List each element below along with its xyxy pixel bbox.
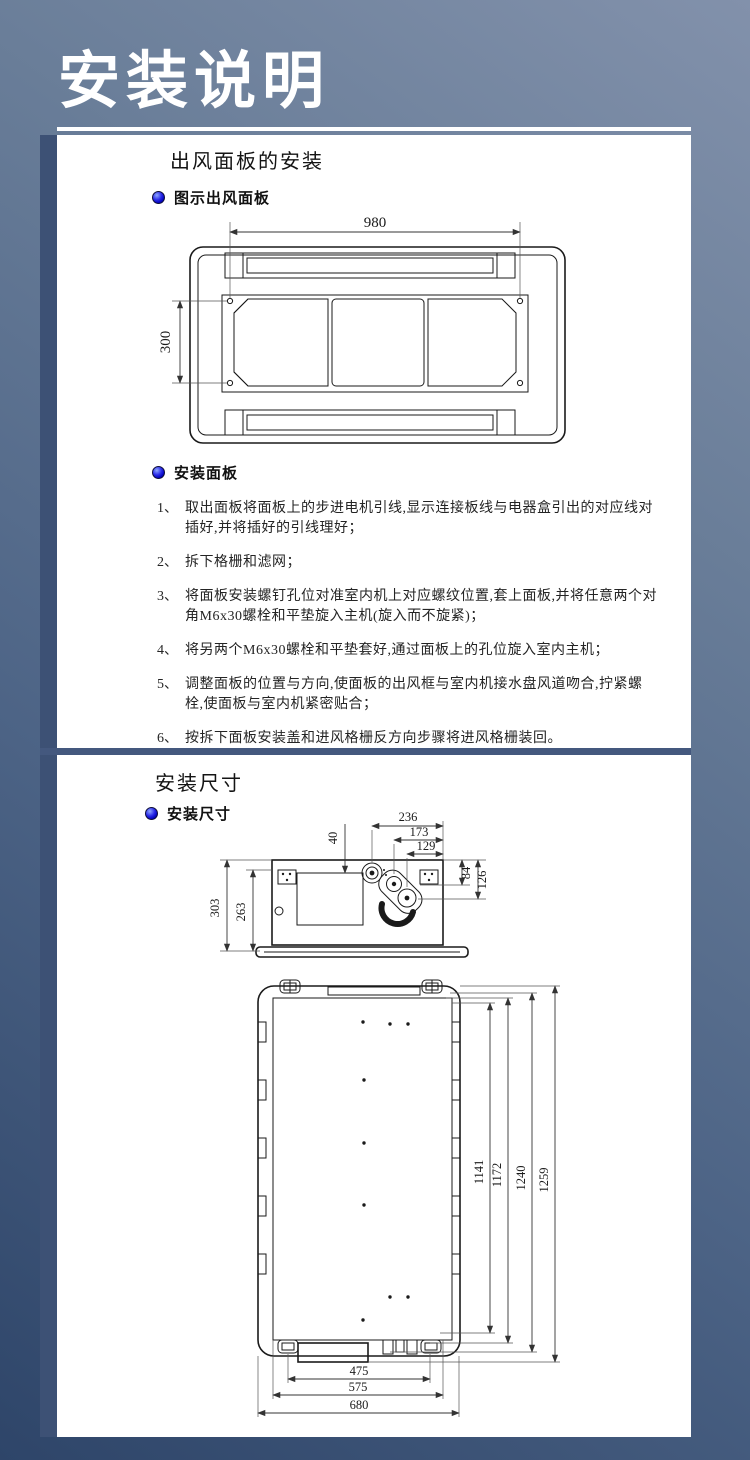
step-item: 2、 拆下格栅和滤网； xyxy=(157,553,657,573)
step-item: 6、 按拆下面板安装盖和进风格栅反方向步骤将进风格栅装回。 xyxy=(157,729,657,749)
step-number: 1、 xyxy=(157,501,178,516)
dim-1259: 1259 xyxy=(537,1168,551,1193)
section-outlet-panel: 出风面板的安装 图示出风面板 xyxy=(57,135,691,748)
unit-bottom-view-diagram: 1141 1172 1240 1259 475 575 680 xyxy=(257,979,560,1417)
dim-303: 303 xyxy=(208,899,222,918)
diagram-bullet-row: 图示出风面板 xyxy=(152,187,270,208)
step-number: 2、 xyxy=(157,555,178,570)
dim-1172: 1172 xyxy=(490,1163,504,1188)
step-item: 3、 将面板安装螺钉孔位对准室内机上对应螺纹位置,套上面板,并将任意两个对角M6… xyxy=(157,587,657,627)
step-number: 5、 xyxy=(157,677,178,692)
unit-side-view-diagram: 236 173 129 40 84 126 303 263 xyxy=(208,810,489,958)
section2-heading: 安装尺寸 xyxy=(155,773,243,795)
dimensions-bullet-label: 安装尺寸 xyxy=(167,806,232,823)
step-text: 将面板安装螺钉孔位对准室内机上对应螺纹位置,套上面板,并将任意两个对角M6x30… xyxy=(185,589,657,624)
step-number: 3、 xyxy=(157,589,178,604)
left-edge-strip xyxy=(40,135,57,1437)
install-bullet-row: 安装面板 xyxy=(152,462,238,483)
bullet-icon xyxy=(145,807,158,820)
step-text: 拆下格栅和滤网； xyxy=(185,555,301,570)
dim-1141: 1141 xyxy=(472,1160,486,1185)
dim-173: 173 xyxy=(410,825,429,839)
dim-680: 680 xyxy=(350,1398,369,1412)
step-item: 4、 将另两个M6x30螺栓和平垫套好,通过面板上的孔位旋入室内主机； xyxy=(157,641,657,661)
step-item: 1、 取出面板将面板上的步进电机引线,显示连接板线与电器盒引出的对应线对插好,并… xyxy=(157,499,657,539)
dimensions-bullet-row: 安装尺寸 xyxy=(145,803,231,824)
section1-heading: 出风面板的安装 xyxy=(170,151,324,173)
step-item: 5、 调整面板的位置与方向,使面板的出风框与室内机接水盘风道吻合,拧紧螺栓,使面… xyxy=(157,675,657,715)
step-text: 按拆下面板安装盖和进风格栅反方向步骤将进风格栅装回。 xyxy=(185,731,562,746)
dim-40: 40 xyxy=(326,832,340,845)
bullet-icon xyxy=(152,466,165,479)
dim-84: 84 xyxy=(459,866,473,879)
dim-129: 129 xyxy=(417,839,436,853)
dim-126: 126 xyxy=(475,871,489,890)
title-underline xyxy=(57,127,691,131)
step-text: 调整面板的位置与方向,使面板的出风框与室内机接水盘风道吻合,拧紧螺栓,使面板与室… xyxy=(185,677,643,712)
dim-236: 236 xyxy=(399,810,418,824)
page-title: 安装说明 xyxy=(58,47,331,116)
outlet-panel-diagram: 980 300 xyxy=(158,215,566,444)
install-steps: 1、 取出面板将面板上的步进电机引线,显示连接板线与电器盒引出的对应线对插好,并… xyxy=(157,499,657,763)
dim-980: 980 xyxy=(364,215,387,231)
bullet-icon xyxy=(152,191,165,204)
section-install-dimensions: 安装尺寸 安装尺寸 xyxy=(57,755,691,1437)
panel-divider xyxy=(40,748,691,755)
dim-475: 475 xyxy=(350,1364,369,1378)
diagram-bullet-label: 图示出风面板 xyxy=(174,190,271,207)
dim-300: 300 xyxy=(158,331,174,354)
step-text: 取出面板将面板上的步进电机引线,显示连接板线与电器盒引出的对应线对插好,并将插好… xyxy=(185,501,653,536)
install-bullet-label: 安装面板 xyxy=(174,465,239,482)
dim-575: 575 xyxy=(349,1380,368,1394)
step-text: 将另两个M6x30螺栓和平垫套好,通过面板上的孔位旋入室内主机； xyxy=(185,643,609,658)
dim-263: 263 xyxy=(234,903,248,922)
dim-1240: 1240 xyxy=(514,1166,528,1191)
step-number: 4、 xyxy=(157,643,178,658)
step-number: 6、 xyxy=(157,731,178,746)
